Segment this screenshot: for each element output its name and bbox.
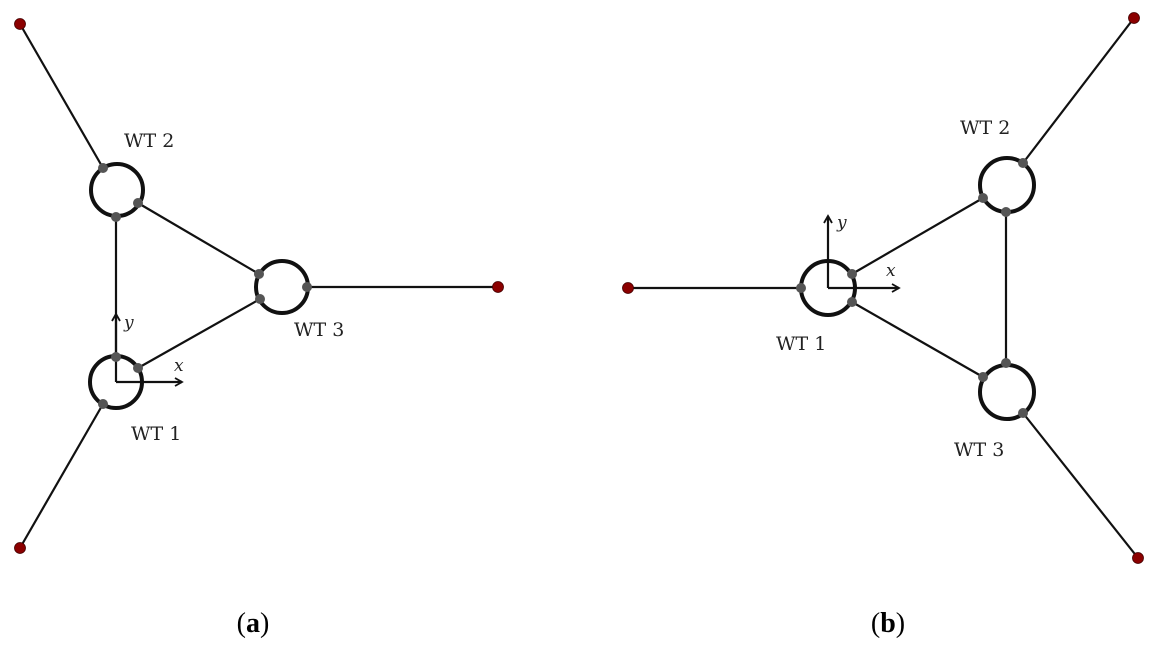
x-axis-label: x	[886, 261, 896, 281]
cable-wt2-external	[19, 23, 104, 169]
cable-wt2-wt3	[137, 202, 260, 275]
cable-wt1-external	[19, 403, 104, 549]
cable-wt2-external	[1022, 17, 1135, 164]
caption-a: (a)	[237, 608, 270, 639]
turbine-wt2	[89, 162, 145, 218]
cable-wt1-wt2	[851, 197, 984, 275]
x-axis-label: x	[174, 356, 184, 376]
y-axis-label: y	[123, 313, 134, 333]
endpoint	[1132, 552, 1144, 564]
cable-wt1-wt3	[851, 301, 984, 378]
panel-a: WT 2 WT 3 WT 1 y x (a)	[14, 18, 504, 639]
cable-wt1-wt3	[137, 298, 261, 369]
label-wt3: WT 3	[294, 319, 344, 341]
connection-nodes	[796, 158, 1028, 418]
turbine-wt3	[254, 259, 310, 315]
y-axis-label: y	[836, 213, 847, 233]
endpoint	[622, 282, 634, 294]
label-wt1: WT 1	[776, 333, 826, 355]
label-wt2: WT 2	[960, 117, 1010, 139]
panel-b: WT 1 WT 2 WT 3 y x (b)	[622, 12, 1144, 639]
caption-b: (b)	[871, 608, 905, 639]
cable-wt3-external	[1022, 412, 1139, 559]
label-wt3: WT 3	[954, 439, 1004, 461]
endpoint	[1128, 12, 1140, 24]
connection-nodes	[98, 163, 312, 409]
endpoint	[14, 18, 26, 30]
endpoint	[492, 281, 504, 293]
label-wt2: WT 2	[124, 130, 174, 152]
endpoint	[14, 542, 26, 554]
label-wt1: WT 1	[131, 423, 181, 445]
